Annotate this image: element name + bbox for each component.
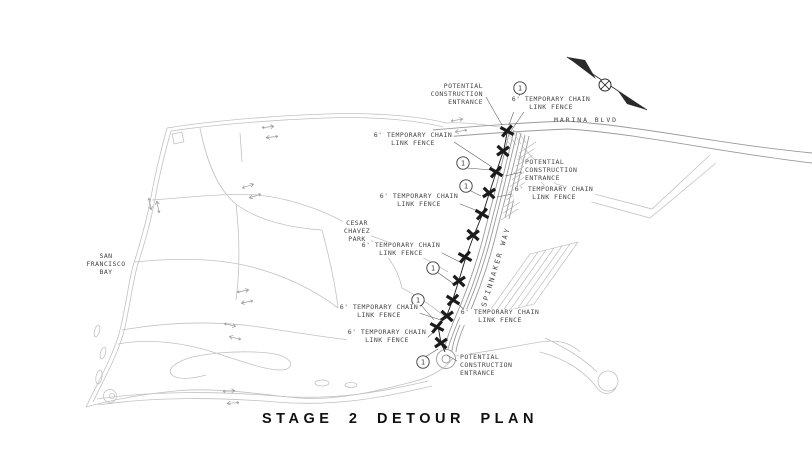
callout-1-badge: 1 bbox=[513, 81, 527, 95]
callout-number: 1 bbox=[421, 359, 425, 367]
bay-label: SAN FRANCISCO BAY bbox=[85, 252, 127, 277]
park-label: CESAR CHAVEZ PARK bbox=[342, 219, 372, 244]
fence-label-west-3: 6' TEMPORARY CHAIN LINK FENCE bbox=[360, 241, 442, 258]
temporary-fence-line bbox=[428, 123, 516, 353]
fence-label-west-4: 6' TEMPORARY CHAIN LINK FENCE bbox=[338, 303, 420, 320]
north-arrow-icon bbox=[566, 56, 648, 111]
fence-x-mark bbox=[445, 293, 461, 307]
keynote-callouts: 1 1 1 1 1 1 bbox=[411, 81, 527, 369]
callout-1-badge: 1 bbox=[426, 261, 440, 275]
fence-x-mark bbox=[428, 319, 446, 335]
hatch-pattern bbox=[485, 130, 579, 317]
callout-number: 1 bbox=[461, 160, 465, 168]
fence-label-east-mid: 6' TEMPORARY CHAIN LINK FENCE bbox=[513, 185, 595, 202]
callout-number: 1 bbox=[518, 85, 522, 93]
plan-title: STAGE 2 DETOUR PLAN bbox=[262, 411, 538, 427]
fence-label-east-lower: 6' TEMPORARY CHAIN LINK FENCE bbox=[459, 308, 541, 325]
fence-x-mark bbox=[438, 308, 456, 324]
marina-blvd-label: MARINA BLVD bbox=[554, 116, 618, 124]
callout-number: 1 bbox=[464, 183, 468, 191]
entrance-label-south: POTENTIAL CONSTRUCTION ENTRANCE bbox=[459, 353, 514, 378]
fence-label-west-1: 6' TEMPORARY CHAIN LINK FENCE bbox=[372, 131, 454, 148]
callout-1-badge: 1 bbox=[416, 355, 430, 369]
fence-x-mark bbox=[473, 206, 491, 222]
entrance-label-north: POTENTIAL CONSTRUCTION ENTRANCE bbox=[429, 82, 484, 107]
fence-x-mark bbox=[450, 273, 468, 289]
fence-x-mark bbox=[487, 164, 505, 180]
marina-blvd-road bbox=[432, 120, 812, 154]
fence-label-west-2: 6' TEMPORARY CHAIN LINK FENCE bbox=[378, 192, 460, 209]
park-outline bbox=[85, 113, 717, 408]
spinnaker-way-road bbox=[443, 128, 511, 351]
fence-label-west-5: 6' TEMPORARY CHAIN LINK FENCE bbox=[346, 328, 428, 345]
entrance-label-east: POTENTIAL CONSTRUCTION ENTRANCE bbox=[524, 158, 579, 183]
fence-label-marina: 6' TEMPORARY CHAIN LINK FENCE bbox=[510, 95, 592, 112]
callout-number: 1 bbox=[431, 265, 435, 273]
callout-1-badge: 1 bbox=[456, 156, 470, 170]
callout-number: 1 bbox=[416, 297, 420, 305]
road-linework bbox=[432, 120, 812, 369]
callout-1-badge: 1 bbox=[459, 179, 473, 193]
fence-x-mark bbox=[494, 143, 512, 159]
fence-x-mark bbox=[480, 185, 498, 201]
